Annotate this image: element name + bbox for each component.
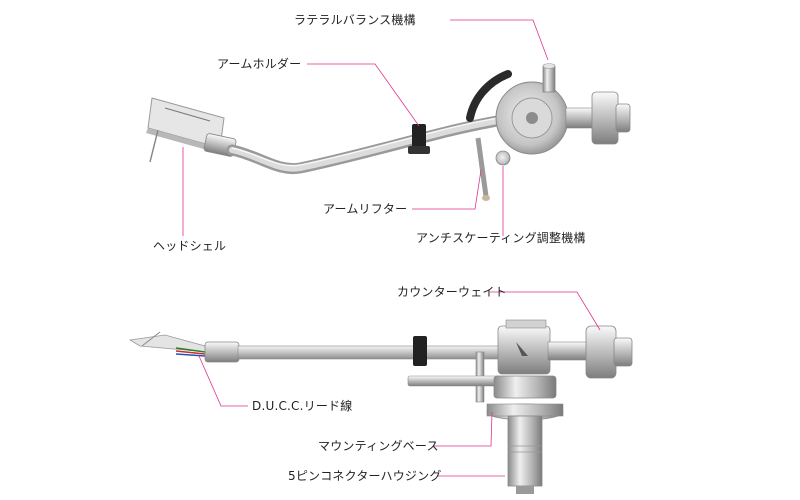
label-arm-lifter: アームリフター bbox=[323, 202, 408, 216]
top-headshell bbox=[146, 97, 237, 163]
side-tonearm bbox=[128, 319, 633, 494]
leader-lateral-balance bbox=[450, 19, 549, 61]
side-arm-tube bbox=[237, 345, 529, 360]
label-mounting-base: マウンティングベース bbox=[318, 439, 439, 453]
leader-ducc-lead bbox=[198, 355, 248, 407]
top-arm-holder bbox=[408, 124, 430, 154]
label-pin-connector: 5ピンコネクターハウジング bbox=[288, 469, 442, 483]
side-mounting-base bbox=[493, 375, 557, 399]
label-ducc-lead: D.U.C.C.リード線 bbox=[252, 399, 353, 413]
top-arm-rest bbox=[466, 70, 512, 122]
label-lateral-balance: ラテラルバランス機構 bbox=[294, 13, 416, 27]
leader-mounting-base bbox=[433, 411, 493, 447]
side-headshell bbox=[128, 331, 240, 363]
label-headshell: ヘッドシェル bbox=[153, 239, 227, 253]
label-counterweight: カウンターウェイト bbox=[397, 285, 507, 299]
leader-arm-holder bbox=[307, 63, 420, 127]
top-tonearm bbox=[146, 63, 631, 201]
label-anti-skating: アンチスケーティング調整機構 bbox=[416, 231, 586, 245]
leader-arm-lifter bbox=[412, 169, 482, 210]
label-arm-holder: アームホルダー bbox=[217, 57, 302, 71]
leader-counterweight bbox=[490, 291, 601, 331]
side-connector-housing bbox=[507, 415, 543, 487]
